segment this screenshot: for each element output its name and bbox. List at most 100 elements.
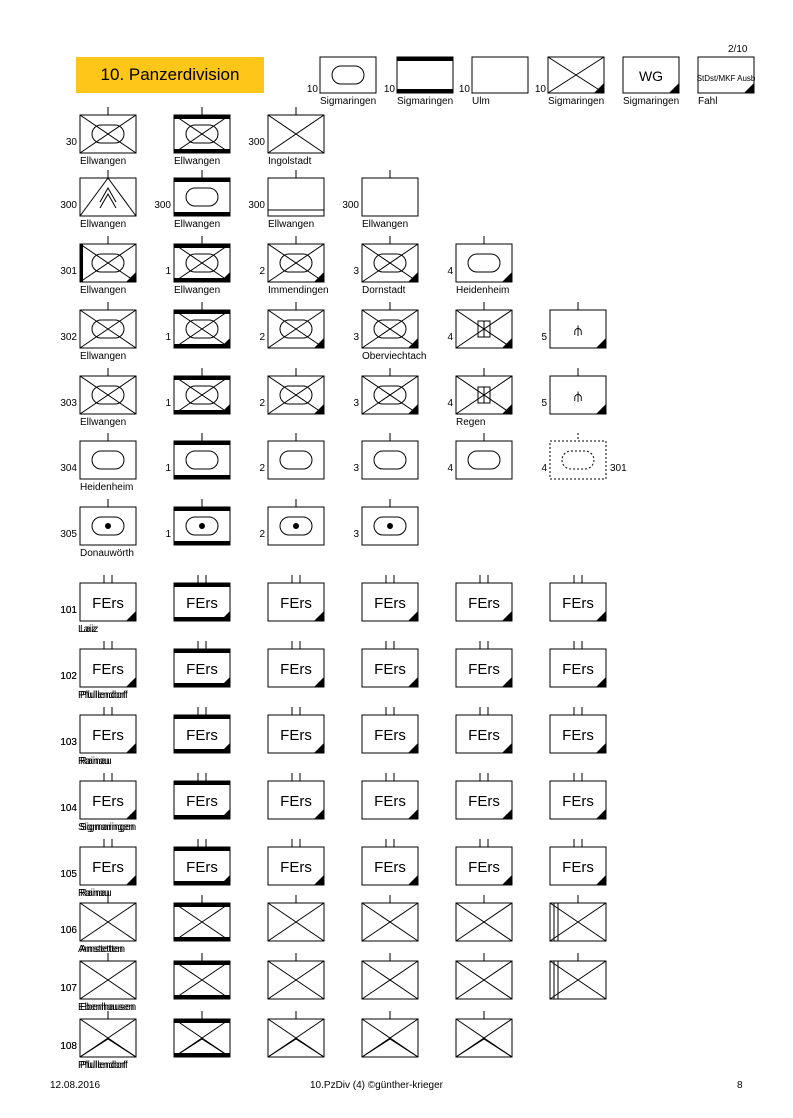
symbol-text: FErs xyxy=(186,661,218,678)
symbol-text: FErs xyxy=(92,661,124,678)
unit-symbol xyxy=(267,236,325,283)
unit-location: Heidenheim xyxy=(80,482,134,493)
unit-symbol: FErs xyxy=(455,641,513,688)
unit-symbol xyxy=(79,895,137,942)
header-unit-symbol: WG xyxy=(622,56,680,94)
unit-symbol xyxy=(549,433,607,480)
symbol-text: FErs xyxy=(186,727,218,744)
unit-symbol xyxy=(455,953,513,1000)
header-unit-location: Sigmaringen xyxy=(397,96,454,107)
unit-symbol xyxy=(173,170,231,217)
unit-number: 101 xyxy=(60,605,77,616)
unit-symbol xyxy=(173,1011,231,1058)
symbol-text: FErs xyxy=(562,727,594,744)
unit-number: 106 xyxy=(60,925,77,936)
unit-number: 105 xyxy=(60,869,77,880)
symbol-text: FErs xyxy=(280,793,312,810)
unit-location: Ellwangen xyxy=(174,156,221,167)
symbol-text: FErs xyxy=(562,793,594,810)
symbol-text: FErs xyxy=(92,727,124,744)
unit-symbol: FErs xyxy=(173,707,231,754)
unit-symbol xyxy=(173,368,231,415)
header-unit-location: Sigmaringen xyxy=(320,96,377,107)
symbol-text: WG xyxy=(639,68,663,84)
unit-symbol: FErs xyxy=(455,839,513,886)
unit-location: Oberviechtach xyxy=(362,351,427,362)
symbol-text: FErs xyxy=(186,793,218,810)
unit-symbol: FErs xyxy=(455,707,513,754)
header-unit-number: 10 xyxy=(383,84,395,95)
unit-location: Ellwangen xyxy=(80,219,127,230)
unit-symbol xyxy=(173,433,231,480)
unit-number: 4 xyxy=(447,463,453,474)
unit-symbol xyxy=(455,302,513,349)
unit-location: Laiz xyxy=(80,624,99,635)
unit-location: Ellwangen xyxy=(80,285,127,296)
symbol-text: FErs xyxy=(374,793,406,810)
unit-symbol xyxy=(361,302,419,349)
unit-location: Pfullendorf xyxy=(80,690,128,701)
symbol-text: FErs xyxy=(562,859,594,876)
unit-location: Sigmaringen xyxy=(78,822,135,833)
unit-location: Dornstadt xyxy=(362,285,406,296)
unit-symbol xyxy=(361,895,419,942)
footer-center: 10.PzDiv (4) ©günther-krieger xyxy=(310,1080,443,1091)
unit-symbol xyxy=(173,107,231,154)
unit-symbol: FErs xyxy=(361,641,419,688)
symbol-text: FErs xyxy=(562,661,594,678)
header-unit-symbol xyxy=(396,56,454,94)
unit-symbol xyxy=(549,953,607,1000)
unit-location: Ellwangen xyxy=(174,285,221,296)
unit-number: 2 xyxy=(259,332,265,343)
unit-location: Ebenhausen xyxy=(80,1002,137,1013)
unit-symbol xyxy=(173,895,231,942)
unit-symbol xyxy=(549,895,607,942)
unit-number: 300 xyxy=(248,200,265,211)
unit-symbol xyxy=(361,170,419,217)
unit-location: Donauwörth xyxy=(80,548,134,559)
unit-number: 4 xyxy=(447,332,453,343)
unit-location: Ellwangen xyxy=(268,219,315,230)
unit-symbol xyxy=(79,433,137,480)
symbol-text: FErs xyxy=(468,859,500,876)
header-unit-number: 10 xyxy=(534,84,546,95)
unit-location: Ellwangen xyxy=(80,156,127,167)
unit-location: Amstetten xyxy=(80,944,126,955)
unit-location: Ellwangen xyxy=(362,219,409,230)
footer-page: 8 xyxy=(737,1080,743,1091)
unit-symbol: FErs xyxy=(361,773,419,820)
unit-symbol: FErs xyxy=(79,839,137,886)
unit-location: Rainau xyxy=(80,756,112,767)
unit-location: Pfullendorf xyxy=(78,690,126,701)
unit-number: 102 xyxy=(60,671,77,682)
unit-symbol xyxy=(361,433,419,480)
unit-symbol xyxy=(79,302,137,349)
unit-symbol xyxy=(267,107,325,154)
unit-symbol: FErs xyxy=(549,575,607,622)
unit-symbol xyxy=(173,236,231,283)
unit-number: 1 xyxy=(165,398,171,409)
unit-number: 4 xyxy=(447,266,453,277)
unit-symbol: FErs xyxy=(173,839,231,886)
unit-symbol xyxy=(267,368,325,415)
unit-symbol: FErs xyxy=(361,575,419,622)
unit-symbol xyxy=(173,953,231,1000)
unit-symbol: FErs xyxy=(173,641,231,688)
unit-number: 103 xyxy=(60,737,77,748)
unit-number: 4 xyxy=(541,463,547,474)
unit-symbol xyxy=(267,302,325,349)
unit-number: 1 xyxy=(165,332,171,343)
unit-symbol: FErs xyxy=(267,575,325,622)
unit-location: Regen xyxy=(456,417,486,428)
unit-symbol: FErs xyxy=(173,773,231,820)
unit-location: Pfullendorf xyxy=(80,1060,128,1071)
symbol-text: FErs xyxy=(468,727,500,744)
unit-number: 3 xyxy=(353,463,359,474)
unit-symbol xyxy=(173,499,231,546)
symbol-text: StDst/MKF Ausb xyxy=(697,74,756,83)
unit-symbol xyxy=(79,170,137,217)
symbol-text: FErs xyxy=(92,595,124,612)
unit-symbol xyxy=(267,953,325,1000)
unit-number: 102 xyxy=(60,671,77,682)
header-unit-location: Fahl xyxy=(698,96,718,107)
